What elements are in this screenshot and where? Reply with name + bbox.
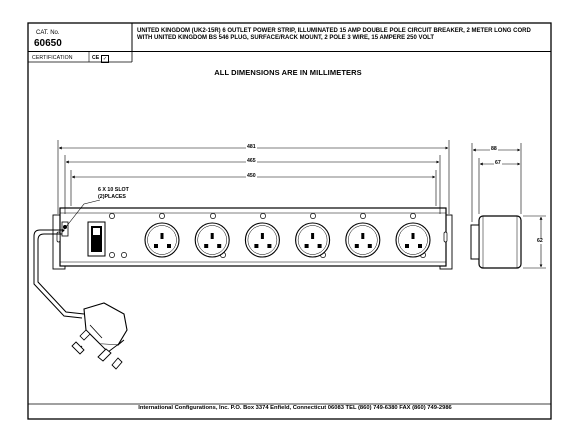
outlet-socket-icon bbox=[395, 222, 431, 258]
screw-head-icon bbox=[109, 213, 426, 258]
outer-border bbox=[27, 22, 552, 420]
slot-note: 6 X 10 SLOT (2)PLACES bbox=[98, 187, 129, 200]
company-footer: International Configurations, Inc. P.O. … bbox=[138, 405, 452, 411]
certification-label: CERTIFICATION bbox=[32, 55, 73, 61]
dim-height: 62 bbox=[536, 238, 544, 245]
dim-depth-overall: 88 bbox=[490, 146, 498, 153]
outlet-socket-icon bbox=[295, 222, 331, 258]
power-strip-side-view bbox=[470, 215, 522, 269]
dim-depth-body: 67 bbox=[494, 160, 502, 167]
uk-plug-icon bbox=[71, 302, 128, 370]
dim-body-length: 450 bbox=[246, 173, 257, 180]
dimension-units-note: ALL DIMENSIONS ARE IN MILLIMETERS bbox=[214, 68, 362, 77]
outlet-group bbox=[144, 222, 431, 258]
slot-note-line2: (2)PLACES bbox=[98, 193, 126, 200]
outlet-socket-icon bbox=[194, 222, 230, 258]
dim-mount-hole-spacing: 465 bbox=[246, 158, 257, 165]
slot-note-line1: 6 X 10 SLOT bbox=[98, 187, 129, 193]
dim-overall-length: 481 bbox=[246, 144, 257, 151]
product-description: UNITED KINGDOM (UK2-15R) 6 OUTLET POWER … bbox=[137, 28, 531, 42]
ce-mark: CE bbox=[92, 55, 100, 61]
illuminated-switch-icon bbox=[87, 221, 106, 257]
power-cord bbox=[33, 229, 85, 319]
outlet-socket-icon bbox=[144, 222, 180, 258]
outlet-socket-icon bbox=[345, 222, 381, 258]
outlet-socket-icon bbox=[244, 222, 280, 258]
cat-number-value: 60650 bbox=[34, 38, 62, 49]
cat-number-label: CAT. No. bbox=[36, 30, 60, 36]
certification-checkbox: ✓ bbox=[101, 55, 109, 63]
